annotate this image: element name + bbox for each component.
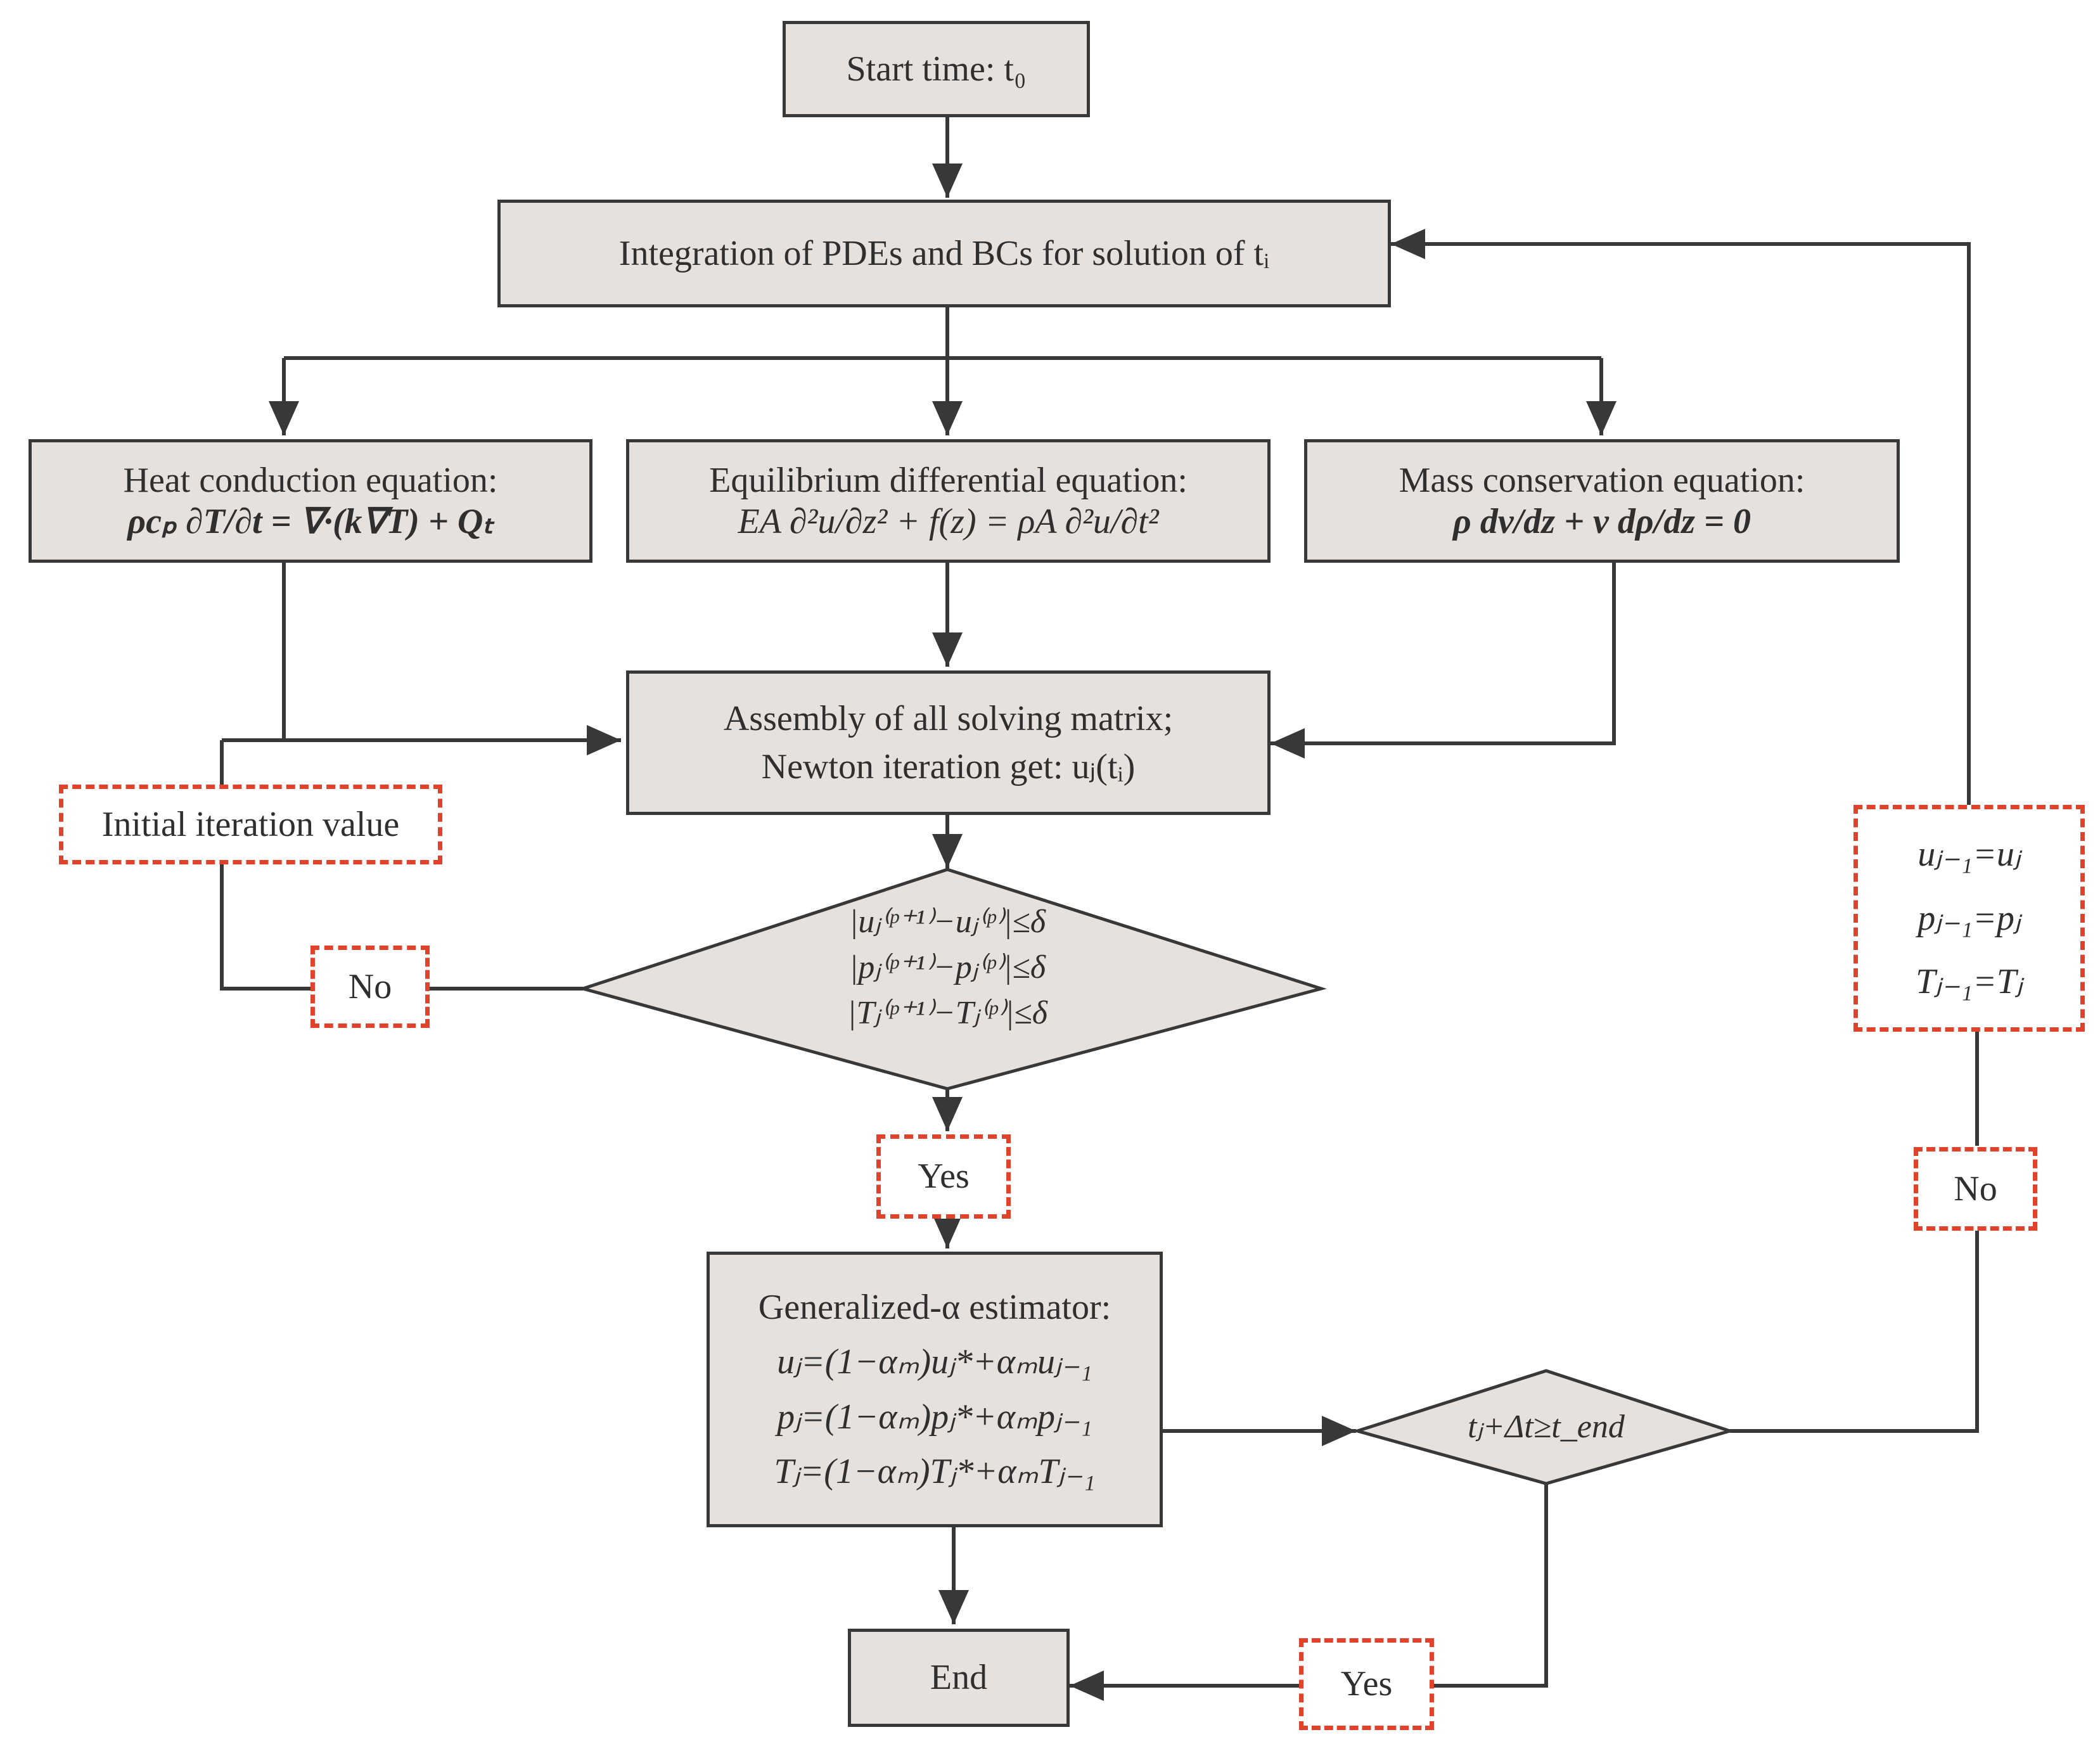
integration-label: Integration of PDEs and BCs for solution… bbox=[618, 233, 1270, 273]
initial-iteration-label: Initial iteration value bbox=[101, 804, 400, 844]
heat-conduction-node: Heat conduction equation: ρcₚ ∂T/∂t = ∇·… bbox=[29, 439, 592, 563]
estimator-title: Generalized-α estimator: bbox=[758, 1287, 1111, 1327]
heat-equation: ρcₚ ∂T/∂t = ∇·(k∇T) + Qₜ bbox=[127, 501, 494, 541]
convergence-conditions: |uⱼ⁽ᵖ⁺¹⁾−uⱼ⁽ᵖ⁾|≤δ |pⱼ⁽ᵖ⁺¹⁾−pⱼ⁽ᵖ⁾|≤δ |Tⱼ⁽… bbox=[757, 903, 1137, 1032]
assembly-node: Assembly of all solving matrix; Newton i… bbox=[626, 670, 1271, 815]
convergence-diamond bbox=[577, 868, 1327, 1091]
start-node: Start time: t₀ bbox=[783, 21, 1090, 117]
line-timecheck-to-no bbox=[1730, 1229, 1979, 1433]
heat-title: Heat conduction equation: bbox=[123, 461, 498, 501]
update-p: pⱼ₋₁=pⱼ bbox=[1918, 898, 2021, 938]
initial-iteration-node: Initial iteration value bbox=[59, 785, 442, 864]
assembly-line-1: Assembly of all solving matrix; bbox=[723, 698, 1174, 738]
mass-conservation-node: Mass conservation equation: ρ dv/dz + ν … bbox=[1304, 439, 1900, 563]
integration-node: Integration of PDEs and BCs for solution… bbox=[497, 200, 1391, 307]
time-check-condition: tⱼ+Δt≥t_end bbox=[1419, 1408, 1673, 1446]
yes-mid-label-box: Yes bbox=[876, 1134, 1011, 1219]
end-node: End bbox=[848, 1629, 1070, 1727]
no-right-label-box: No bbox=[1914, 1147, 2037, 1231]
convergence-T: |Tⱼ⁽ᵖ⁺¹⁾−Tⱼ⁽ᵖ⁾|≤δ bbox=[847, 994, 1047, 1031]
yes-bottom-label-box: Yes bbox=[1299, 1638, 1434, 1730]
convergence-p: |pⱼ⁽ᵖ⁺¹⁾−pⱼ⁽ᵖ⁾|≤δ bbox=[848, 949, 1046, 985]
equilibrium-node: Equilibrium differential equation: EA ∂²… bbox=[626, 439, 1271, 563]
estimator-node: Generalized-α estimator: uⱼ=(1−αₘ)uⱼ*+αₘ… bbox=[707, 1252, 1163, 1527]
equilibrium-equation: EA ∂²u/∂z² + f(z) = ρA ∂²u/∂t² bbox=[738, 501, 1159, 541]
update-T: Tⱼ₋₁=Tⱼ bbox=[1916, 962, 2023, 1002]
assembly-line-2: Newton iteration get: uⱼ(tᵢ) bbox=[761, 747, 1136, 786]
update-values-node: uⱼ₋₁=uⱼ pⱼ₋₁=pⱼ Tⱼ₋₁=Tⱼ bbox=[1854, 805, 2085, 1032]
estimator-T: Tⱼ=(1−αₘ)Tⱼ*+αₘTⱼ₋₁ bbox=[774, 1451, 1096, 1491]
convergence-u: |uⱼ⁽ᵖ⁺¹⁾−uⱼ⁽ᵖ⁾|≤δ bbox=[848, 904, 1046, 940]
no-right-label: No bbox=[1954, 1169, 1997, 1209]
estimator-p: pⱼ=(1−αₘ)pⱼ*+αₘpⱼ₋₁ bbox=[777, 1397, 1092, 1437]
time-check-diamond bbox=[1352, 1369, 1736, 1485]
arrow-update-to-integration bbox=[1391, 229, 1971, 805]
time-check-label: tⱼ+Δt≥t_end bbox=[1468, 1409, 1625, 1445]
no-left-label: No bbox=[348, 966, 392, 1006]
start-label: Start time: t₀ bbox=[846, 49, 1027, 89]
mass-equation: ρ dv/dz + ν dρ/dz = 0 bbox=[1453, 501, 1751, 541]
line-no-to-initial bbox=[220, 863, 312, 991]
estimator-u: uⱼ=(1−αₘ)uⱼ*+αₘuⱼ₋₁ bbox=[777, 1342, 1092, 1382]
mass-title: Mass conservation equation: bbox=[1399, 461, 1805, 501]
equilibrium-title: Equilibrium differential equation: bbox=[709, 461, 1188, 501]
end-label: End bbox=[930, 1658, 988, 1698]
no-left-label-box: No bbox=[311, 946, 430, 1028]
update-u: uⱼ₋₁=uⱼ bbox=[1918, 835, 2021, 875]
arrow-mass-to-assembly bbox=[1271, 563, 1616, 759]
line-timecheck-to-yes bbox=[1432, 1484, 1548, 1688]
yes-mid-label: Yes bbox=[918, 1157, 970, 1196]
yes-bottom-label: Yes bbox=[1340, 1664, 1393, 1704]
